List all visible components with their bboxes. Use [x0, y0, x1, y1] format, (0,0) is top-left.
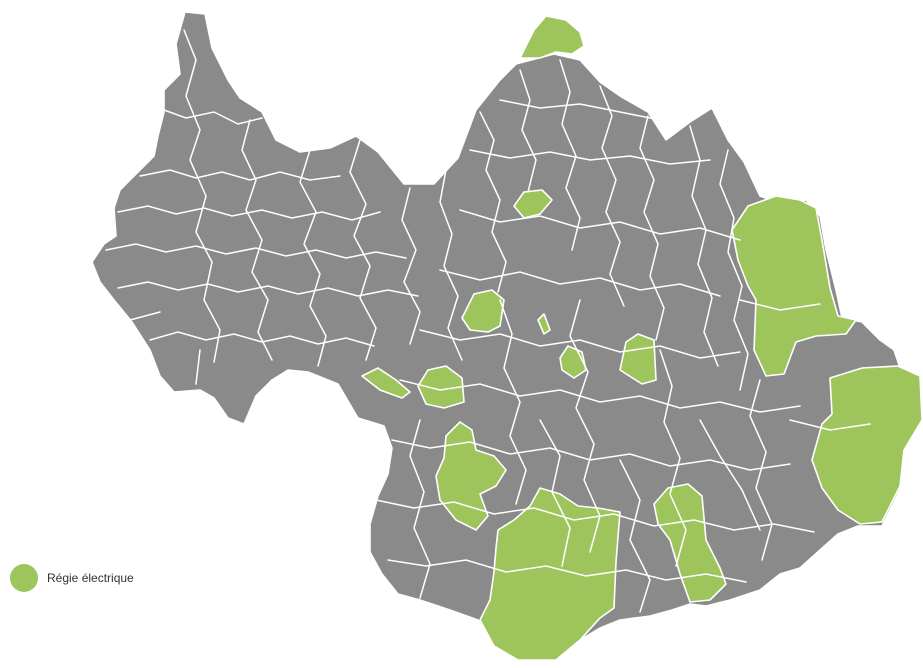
regie-zone-center-west [461, 289, 505, 333]
regie-zones [361, 15, 923, 661]
regie-zone-north [519, 15, 585, 59]
regie-zone-sliver [537, 313, 551, 335]
regie-zone-valley [435, 421, 507, 531]
regie-zone-east-upper [731, 195, 857, 377]
regie-zone-east-lower [811, 365, 923, 525]
regie-zone-south-east [653, 483, 727, 603]
regie-zone-south [479, 487, 621, 661]
map-legend: Régie électrique [10, 564, 134, 592]
regie-zone-center-east [619, 333, 657, 385]
regie-zone-west [417, 365, 465, 409]
legend-swatch-regie [10, 564, 38, 592]
legend-label-regie: Régie électrique [47, 571, 134, 585]
regie-zone-west-strip [361, 367, 411, 399]
commune-borders [105, 29, 871, 613]
